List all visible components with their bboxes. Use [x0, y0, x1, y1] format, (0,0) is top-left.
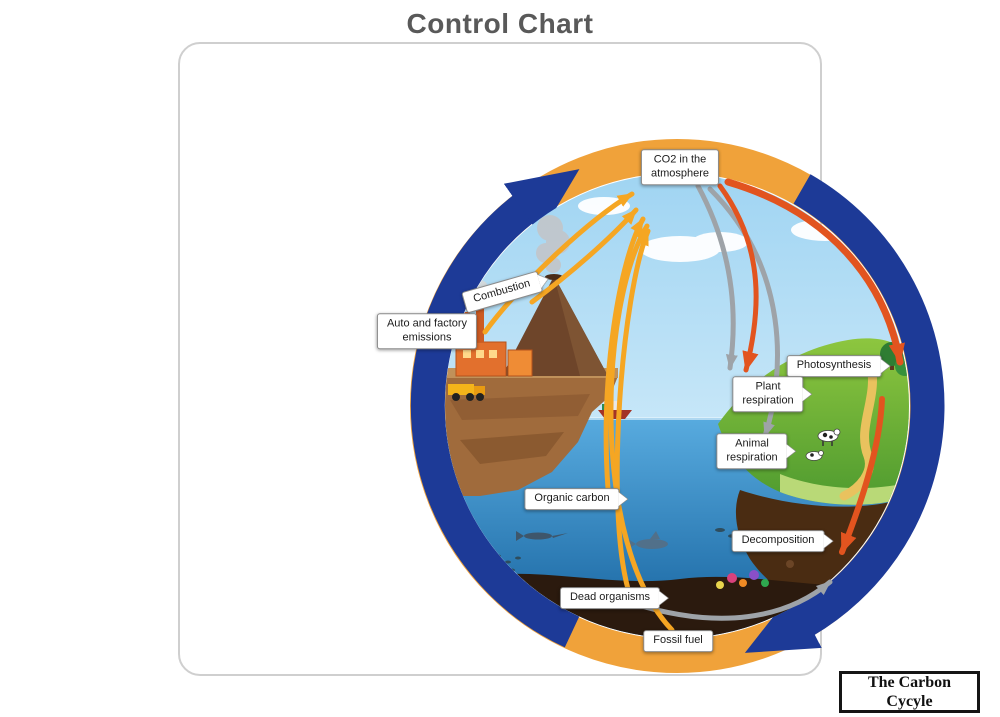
arrow-dead-organisms-to-atmosphere: [614, 228, 651, 592]
label-plant-respiration: Plant respiration: [732, 376, 804, 412]
cliff: [445, 368, 618, 496]
truck: [448, 384, 485, 401]
label-combustion: Combustion: [461, 270, 543, 314]
dolphin: [628, 531, 668, 549]
label-co2-atmosphere: CO2 in the atmosphere: [640, 149, 720, 185]
arrow-atmosphere-to-plant-respiration: [695, 183, 738, 371]
label-decomposition: Decomposition: [731, 530, 825, 552]
diagram-card: CO2 in the atmosphere Combustion Auto an…: [178, 42, 980, 713]
arrow-atmosphere-to-photosynthesis: [724, 178, 905, 366]
carbon-cycle-diagram: [410, 139, 945, 673]
arrow-plant-respiration-exchange: [717, 183, 759, 373]
ring-arrow-left: [410, 169, 580, 648]
coral: [716, 570, 769, 589]
fish-school: [493, 528, 736, 576]
field-path: [839, 357, 877, 501]
arrow-fossil-fuel-to-atmosphere: [608, 223, 675, 633]
flow-arrows: [482, 178, 905, 633]
page-title: Control Chart: [406, 8, 594, 39]
label-organic-carbon: Organic carbon: [524, 488, 620, 510]
sky: [445, 174, 909, 638]
ocean: [445, 418, 909, 638]
label-animal-respiration: Animal respiration: [716, 433, 788, 469]
ring-arrow-right: [744, 174, 945, 653]
scene: [445, 174, 909, 638]
arrow-to-decomposition: [839, 396, 885, 555]
arrow-emissions-to-atmosphere: [482, 191, 635, 335]
arrow-organic-carbon-to-atmosphere: [603, 216, 646, 492]
arrow-combustion-to-atmosphere: [529, 207, 639, 305]
label-photosynthesis: Photosynthesis: [786, 355, 882, 377]
clouds: [578, 197, 872, 262]
cycle-ring: [410, 139, 944, 673]
ship: [598, 401, 632, 419]
caption-box: The Carbon Cycyle: [839, 671, 980, 713]
label-fossil-fuel: Fossil fuel: [643, 630, 713, 652]
label-auto-factory-emissions: Auto and factory emissions: [376, 313, 478, 349]
cow: [817, 428, 841, 446]
swordfish: [516, 531, 568, 541]
waterline: [445, 417, 909, 420]
soil: [735, 490, 909, 614]
cow-2: [805, 450, 824, 461]
label-dead-organisms: Dead organisms: [559, 587, 661, 609]
